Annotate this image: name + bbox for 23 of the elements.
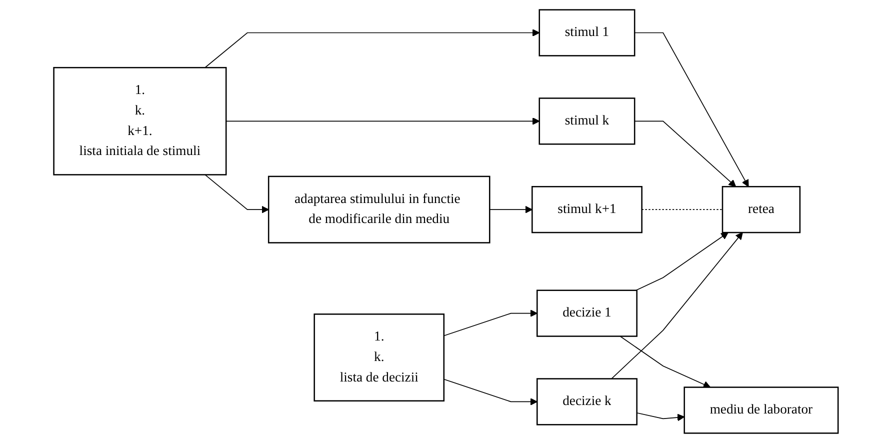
node-box: decizie 1 xyxy=(536,290,638,337)
arrow xyxy=(444,310,538,336)
node-box: stimul k xyxy=(538,98,636,145)
arrow xyxy=(620,336,711,388)
node-box: adaptarea stimulului in functie de modificarile din mediu xyxy=(268,176,490,244)
node-box: 1. k. k+1. lista initiala de stimuli xyxy=(53,66,227,176)
arrow xyxy=(636,232,728,291)
arrow xyxy=(444,378,538,406)
node-box: retea xyxy=(722,186,801,234)
node-box: 1. k. lista de decizii xyxy=(314,314,445,402)
connector xyxy=(641,209,723,210)
node-box: decizie k xyxy=(536,378,638,426)
arrow xyxy=(204,29,540,68)
arrow xyxy=(636,412,685,422)
node-box: stimul 1 xyxy=(538,9,636,56)
arrow xyxy=(226,117,540,125)
node-box: mediu de laborator xyxy=(684,386,839,434)
node-box: stimul k+1 xyxy=(532,186,643,234)
arrow xyxy=(489,206,533,214)
arrow xyxy=(634,32,749,187)
arrow xyxy=(611,232,743,380)
arrow xyxy=(634,120,736,187)
arrow xyxy=(204,174,269,214)
